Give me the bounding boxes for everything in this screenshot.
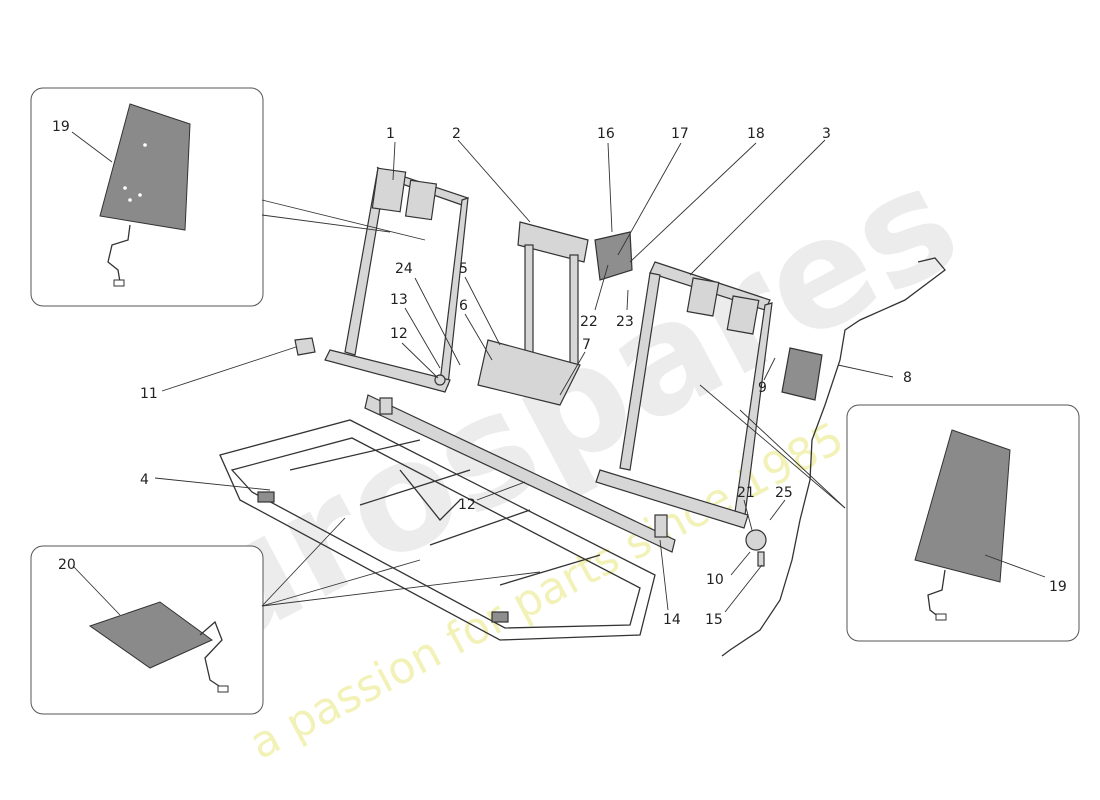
seat-cross-tube [364,394,676,553]
callout-16: 16 [597,126,615,142]
callout-9: 9 [758,380,767,396]
inset-box-bottom-left [30,545,264,715]
callout-12-upper: 12 [390,326,408,342]
part-8-switch [781,347,823,401]
part-15-pin [757,551,765,567]
middle-frame [477,221,633,406]
right-backrest-frame [595,261,773,529]
inset-box-top-left [30,87,264,307]
callout-15: 15 [705,612,723,628]
part-21-knob [745,529,767,551]
callout-21: 21 [737,485,755,501]
seat-heater-pad-19-top [99,103,191,231]
callout-19-top: 19 [52,119,70,135]
callout-11: 11 [140,386,158,402]
callout-1: 1 [386,126,395,142]
callout-5: 5 [459,261,468,277]
part-11-bracket [294,337,316,356]
callout-3: 3 [822,126,831,142]
callout-25: 25 [775,485,793,501]
inset-box-right [846,404,1080,642]
callout-13: 13 [390,292,408,308]
seat-heater-pad-19-right [914,429,1011,583]
callout-12-lower: 12 [458,497,476,513]
callout-7: 7 [582,337,591,353]
callout-24: 24 [395,261,413,277]
callout-20: 20 [58,557,76,573]
callout-8: 8 [903,370,912,386]
callout-labels: 19 1 2 16 17 18 3 24 5 13 6 22 23 12 7 8… [52,119,1067,628]
callout-18: 18 [747,126,765,142]
callout-6: 6 [459,298,468,314]
seat-mount-clip-right [491,611,509,623]
seat-mount-clip-left [257,491,275,503]
callout-23: 23 [616,314,634,330]
callout-19-right: 19 [1049,579,1067,595]
callout-22: 22 [580,314,598,330]
left-backrest-frame [324,166,470,393]
callout-4: 4 [140,472,149,488]
part-8-cable [721,257,946,657]
callout-17: 17 [671,126,689,142]
callout-2: 2 [452,126,461,142]
leader-lines [71,131,1046,616]
seat-cushion-wire-frame [219,419,656,641]
seat-heater-pad-20 [88,601,213,669]
callout-14: 14 [663,612,681,628]
callout-10: 10 [706,572,724,588]
